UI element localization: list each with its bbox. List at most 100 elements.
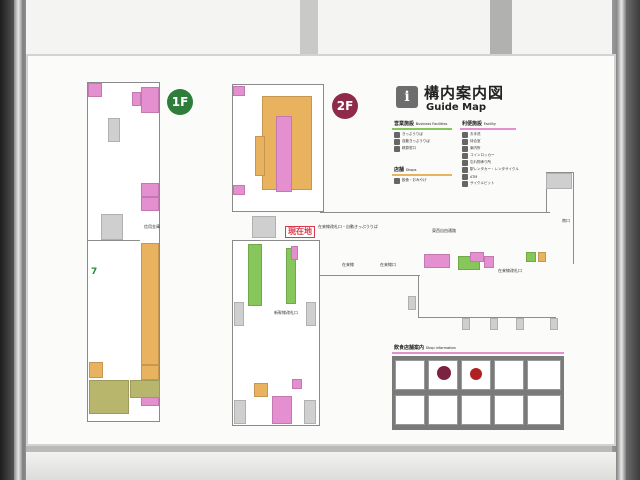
legend-facility-heading: 利便施設 Facility xyxy=(462,121,496,127)
east-gate-label: 在来線改札口 xyxy=(498,268,522,273)
locker-icon xyxy=(462,152,468,159)
facility-block xyxy=(424,254,450,268)
atm-icon xyxy=(462,173,468,180)
legend-facility-list: お手洗 待合室 案内所 コインロッカー 忘れ物承り所 駅レンタカー・レンタサイク… xyxy=(462,131,542,187)
shop-block xyxy=(141,243,159,365)
legend-item: 駅レンタカー・レンタサイクル xyxy=(462,166,542,173)
legend-item: 忘れ物承り所 xyxy=(462,159,542,166)
shop-icon xyxy=(394,177,400,184)
stairs-block xyxy=(408,296,416,310)
restaurant-card xyxy=(461,395,491,425)
restaurant-card xyxy=(527,360,561,390)
shop-block xyxy=(130,380,160,398)
facility-block xyxy=(88,83,102,97)
shop-block xyxy=(141,365,159,380)
information-icon xyxy=(462,145,468,152)
upper-wall-panel xyxy=(26,0,616,58)
restaurant-guide-heading: 飲食店舗案内 Shop information xyxy=(394,345,456,351)
legend-item: 自動きっぷうりば xyxy=(394,138,454,145)
convenience-store-icon: 7 xyxy=(91,267,98,277)
facility-block xyxy=(233,185,245,195)
legend-item: ATM xyxy=(462,173,542,180)
frame-pole xyxy=(14,0,23,480)
legend-item: 精算窓口 xyxy=(394,145,454,152)
info-icon: i xyxy=(396,86,418,108)
concourse-wall xyxy=(320,212,550,213)
stairs-block xyxy=(101,214,123,240)
stairs-block xyxy=(108,118,120,142)
lower-frame xyxy=(26,452,616,480)
east-west-passage-label: 東西自由通路 xyxy=(432,228,456,233)
facility-block xyxy=(291,246,298,260)
shop-block xyxy=(89,380,129,414)
facility-block xyxy=(141,197,159,211)
legend-item: お手洗 xyxy=(462,131,542,138)
legend-shops-list: 飲食・おみやげ xyxy=(394,177,454,184)
escalator-block xyxy=(252,216,276,238)
shop-block xyxy=(255,136,265,176)
restaurant-card xyxy=(494,395,524,425)
legend-shops-rule xyxy=(392,174,452,176)
facility-block xyxy=(292,379,302,389)
restaurant-card xyxy=(428,360,458,390)
facility-block xyxy=(141,87,159,113)
current-location-label: 現在地 xyxy=(285,226,315,238)
restroom-icon xyxy=(462,131,468,138)
concourse-wall xyxy=(320,275,420,276)
ticket-office-icon xyxy=(394,131,400,138)
restaurant-card xyxy=(395,360,425,390)
gate-block xyxy=(234,400,246,424)
stairs-block xyxy=(490,318,498,330)
stairs-block xyxy=(550,318,558,330)
floor-2f-south-outline xyxy=(232,240,320,426)
gate-block xyxy=(306,302,316,326)
legend-facility-rule xyxy=(460,128,516,130)
restaurant-logo-icon xyxy=(470,368,482,380)
facility-block xyxy=(276,116,292,192)
stairs-block xyxy=(462,318,470,330)
ceiling-beam xyxy=(300,0,318,56)
conventional-line-label: 在来線 xyxy=(342,262,354,267)
restaurant-card xyxy=(395,395,425,425)
facility-block xyxy=(484,256,494,268)
facility-block xyxy=(233,86,245,96)
legend-item: 飲食・おみやげ xyxy=(394,177,454,184)
facility-block xyxy=(141,183,159,197)
bicycle-icon xyxy=(462,180,468,187)
concourse-wall xyxy=(573,172,574,264)
floor-divider xyxy=(87,240,140,241)
rental-car-icon xyxy=(462,166,468,173)
legend-item: 待合室 xyxy=(462,138,542,145)
legend-business-heading: 営業施設 Business Facilities xyxy=(394,121,448,127)
bank-label: 信用金庫 xyxy=(144,224,160,229)
legend-item: サイクルピット xyxy=(462,180,542,187)
gate-label: 在来線口 xyxy=(380,262,396,267)
restaurant-card xyxy=(494,360,524,390)
stairs-block xyxy=(516,318,524,330)
restaurant-card xyxy=(428,395,458,425)
shop-block xyxy=(89,362,103,378)
shop-block xyxy=(538,252,546,262)
ceiling-beam xyxy=(490,0,512,58)
legend-item: コインロッカー xyxy=(462,152,542,159)
business-block xyxy=(248,244,262,306)
facility-block xyxy=(470,252,484,262)
legend-shops-heading: 店舗 Shops xyxy=(394,167,417,173)
restaurant-logo-icon xyxy=(437,366,451,380)
ticket-machine-icon xyxy=(394,138,400,145)
concourse-label: 在来線改札口・自動きっぷうりば xyxy=(318,224,378,229)
fare-adjust-icon xyxy=(394,145,400,152)
gate-block xyxy=(304,400,316,424)
concourse-wall xyxy=(418,317,556,318)
concourse-wall xyxy=(546,172,547,212)
floor-2f-badge: 2F xyxy=(332,93,358,119)
transfer-gate-label: 新幹線改札口 xyxy=(274,310,298,315)
guide-title-jp: 構内案内図 xyxy=(424,84,505,102)
station-pillar xyxy=(612,0,640,480)
facility-block xyxy=(132,92,141,106)
legend-business-list: きっぷうりば 自動きっぷうりば 精算窓口 xyxy=(394,131,454,152)
shop-block xyxy=(254,383,268,397)
restaurant-guide-rule xyxy=(392,352,564,354)
lost-found-icon xyxy=(462,159,468,166)
frame-pole xyxy=(617,0,626,480)
